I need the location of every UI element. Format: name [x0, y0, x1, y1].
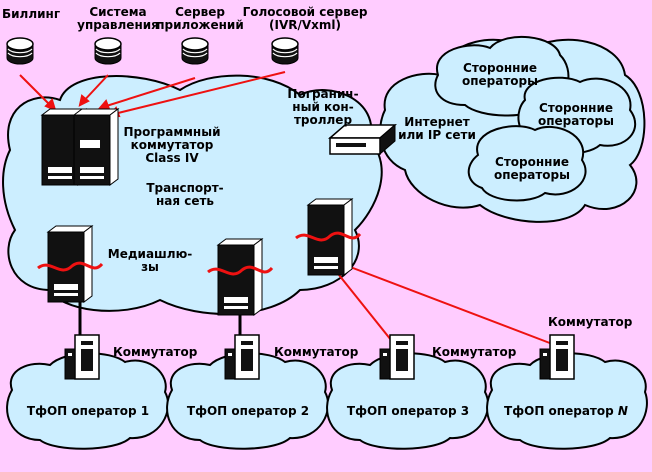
softswitch-label-2: коммутатор: [131, 138, 214, 152]
gateway-links: [334, 264, 556, 346]
app-server-db-icon: [181, 37, 209, 65]
pstn-operator-4-label: ТфОП оператор N: [504, 404, 628, 418]
pstn-operator-3-label: ТфОП оператор 3: [347, 404, 469, 418]
voice-server-db-icon: [271, 37, 299, 65]
internet-label-1: Интернет: [404, 115, 469, 129]
internet-label-2: или IP сети: [398, 128, 476, 142]
operator-2-label-2: операторы: [538, 114, 614, 128]
pstn-cloud-2: [166, 352, 330, 450]
pstn-operator-1-label: ТфОП оператор 1: [27, 404, 149, 418]
management-label-1: Система: [89, 5, 146, 19]
voice-server-label-1: Голосовой сервер: [243, 5, 368, 19]
softswitch-label-3: Class IV: [145, 151, 199, 165]
border-controller-icon: [327, 123, 398, 156]
billing-label: Биллинг: [2, 7, 60, 21]
gateway-red-arrows: [37, 231, 362, 276]
softswitch-icon: [41, 108, 119, 186]
pstn-operator-2-label: ТфОП оператор 2: [187, 404, 309, 418]
transport-network-label-1: Транспорт-: [146, 181, 223, 195]
pstn-operator-4-suffix: N: [618, 404, 628, 418]
voice-server-label-2: (IVR/Vxml): [269, 18, 341, 32]
media-gateways-label-2: зы: [141, 260, 159, 274]
billing-db-icon: [6, 37, 34, 65]
app-server-label-1: Сервер: [175, 5, 225, 19]
pstn-cloud-3: [326, 352, 490, 450]
operator-3-label-2: операторы: [494, 168, 570, 182]
server-links: [19, 71, 286, 118]
pstn-switch-1-icon: [64, 334, 100, 380]
pstn-switch-4-label: Коммутатор: [548, 315, 633, 329]
app-server-label-2: приложений: [156, 18, 244, 32]
border-controller-label-3: троллер: [294, 113, 353, 127]
media-gateways-label-1: Медиашлю-: [108, 247, 192, 261]
operator-2-label-1: Сторонние: [539, 101, 613, 115]
pstn-switch-2-label: Коммутатор: [274, 345, 359, 359]
softswitch-label-1: Программный: [123, 125, 220, 139]
management-db-icon: [94, 37, 122, 65]
border-controller-label-1: Погранич-: [287, 87, 358, 101]
operator-1-label-1: Сторонние: [463, 61, 537, 75]
pstn-operator-4-prefix: ТфОП оператор: [504, 404, 618, 418]
media-gateway-2-icon: [217, 238, 263, 316]
pstn-switch-2-icon: [224, 334, 260, 380]
pstn-switch-3-label: Коммутатор: [432, 345, 517, 359]
pstn-cloud-4: [486, 352, 648, 450]
management-label-2: управления: [77, 18, 159, 32]
pstn-cloud-1: [6, 352, 170, 450]
transport-network-label-2: ная сеть: [156, 194, 214, 208]
border-controller-label-2: ный кон-: [292, 100, 353, 114]
pstn-switch-1-label: Коммутатор: [113, 345, 198, 359]
pstn-switch-3-icon: [379, 334, 415, 380]
operator-cloud-3: [467, 125, 587, 202]
operator-3-label-1: Сторонние: [495, 155, 569, 169]
operator-1-label-2: операторы: [462, 74, 538, 88]
